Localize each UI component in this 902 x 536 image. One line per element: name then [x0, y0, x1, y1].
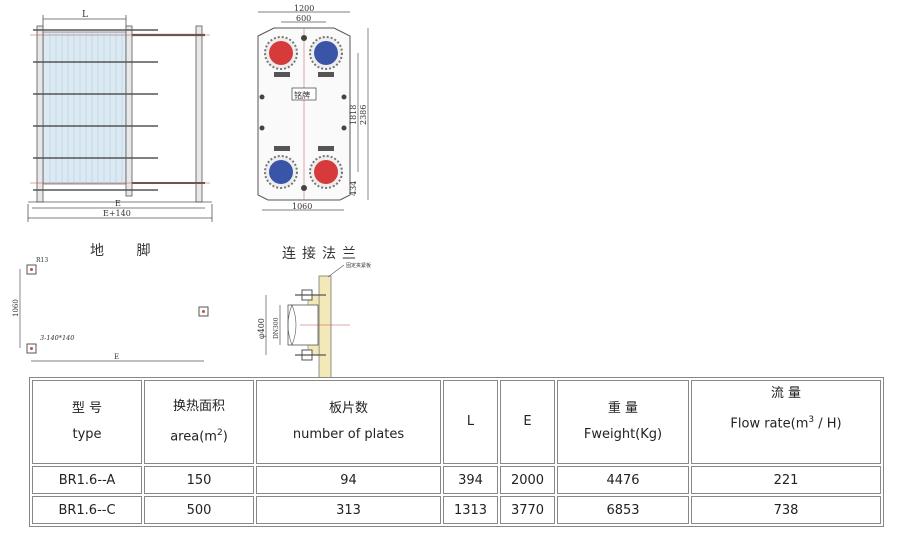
cell-type: BR1.6--C: [32, 496, 142, 525]
flange-caption: 连接法兰: [282, 246, 362, 262]
table-row: BR1.6--A 150 94 394 2000 4476 221: [32, 466, 881, 495]
dim-port-spacing: 600: [296, 14, 311, 23]
foot-caption: 地 脚: [90, 243, 165, 259]
cell-plates: 94: [256, 466, 441, 495]
pressure-plate: [125, 25, 133, 197]
side-view-diagram: L E E+140: [27, 10, 213, 222]
label-fixed-plate: 固定夹紧板: [346, 262, 371, 269]
cell-l: 394: [443, 466, 498, 495]
label-foot-e: E: [114, 353, 119, 361]
cell-weight: 4476: [557, 466, 689, 495]
label-dn300: DN300: [273, 317, 280, 339]
support-column: [195, 25, 203, 203]
plate-pack: [42, 31, 127, 185]
cell-plates: 313: [256, 496, 441, 525]
port-top-left: [264, 36, 298, 70]
dim-bottom: 434: [349, 181, 358, 196]
cell-l: 1313: [443, 496, 498, 525]
cell-type: BR1.6--A: [32, 466, 142, 495]
dim-base-width: 1060: [292, 202, 312, 211]
label-1060: 1060: [12, 299, 20, 317]
label-e-plus: E+140: [103, 209, 131, 218]
label-3-140: 3-140*140: [40, 334, 74, 342]
port-bottom-right: [309, 155, 343, 189]
label-phi400: φ400: [257, 318, 266, 339]
foot-diagram: R13 1060 3-140*140 E: [12, 257, 209, 362]
table-row: BR1.6--C 500 313 1313 3770 6853 738: [32, 496, 881, 525]
label-l: L: [82, 10, 88, 20]
cell-e: 2000: [500, 466, 555, 495]
dim-height: 2386: [359, 105, 368, 125]
label-r13: R13: [36, 257, 48, 264]
fixed-frame-plate: [36, 25, 44, 203]
nameplate-text: 铭牌: [294, 90, 310, 100]
dim-width: 1200: [294, 4, 314, 13]
front-view-diagram: 1200 600 铭牌 1818 2386 434 1060: [257, 4, 369, 211]
label-e: E: [115, 199, 121, 208]
cell-weight: 6853: [557, 496, 689, 525]
port-top-right: [309, 36, 343, 70]
header-e: E: [500, 380, 555, 465]
port-bottom-left: [264, 155, 298, 189]
nameplate: [291, 87, 317, 101]
cell-area: 150: [144, 466, 254, 495]
header-l: L: [443, 380, 498, 465]
dim-port-vertical: 1818: [349, 105, 358, 125]
cell-e: 3770: [500, 496, 555, 525]
flange-diagram: 固定夹紧板 φ400 DN300: [257, 262, 371, 379]
cell-area: 500: [144, 496, 254, 525]
flange-plate: [318, 275, 332, 379]
cell-flow: 738: [691, 496, 881, 525]
cell-flow: 221: [691, 466, 881, 495]
